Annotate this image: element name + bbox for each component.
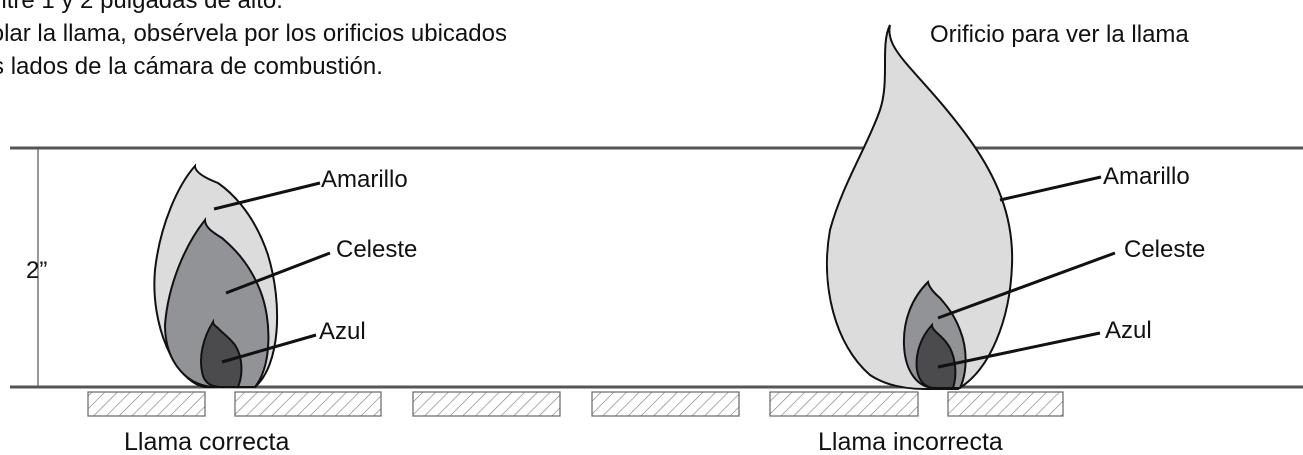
incorrect-flame: Amarillo Celeste Azul Llama incorrecta [818,24,1205,455]
leader-line-yellow [213,181,321,211]
burner-ports [87,391,1064,417]
incorrect-flame-caption: Llama incorrecta [818,428,1003,455]
burner-port [947,391,1064,417]
incorrect-label-yellow: Amarillo [1103,163,1190,190]
correct-flame-caption: Llama correcta [124,428,289,455]
correct-label-yellow: Amarillo [321,166,408,193]
leader-line-blue [221,333,317,364]
burner-port [769,391,919,417]
intro-line-3: en los lados de la cámara de combustión. [0,53,383,80]
leader-line-blue [937,331,1101,369]
incorrect-flame-inner-blue [915,322,957,389]
viewing-hole-label: Orificio para ver la llama [930,21,1189,48]
height-marker: 2” [26,257,47,284]
incorrect-label-blue: Azul [1105,317,1152,344]
correct-label-lightblue: Celeste [336,236,417,263]
correct-flame-middle-lightblue [163,217,270,388]
burner-port [412,391,561,417]
leader-line-yellow [999,175,1102,202]
burner-port [87,391,206,417]
incorrect-label-lightblue: Celeste [1124,236,1205,263]
intro-line-2: Para controlar la llama, obsérvela por l… [0,20,507,47]
intro-line-1: entre 1 y 2 pulgadas de alto. [0,0,283,14]
leader-line-lightblue [937,251,1116,320]
burner-port [591,391,740,417]
correct-flame-inner-blue [200,318,243,388]
leader-line-lightblue [225,251,331,295]
burner-port [234,391,382,417]
correct-flame: Amarillo Celeste Azul Llama correcta [124,163,417,455]
correct-label-blue: Azul [319,318,366,345]
